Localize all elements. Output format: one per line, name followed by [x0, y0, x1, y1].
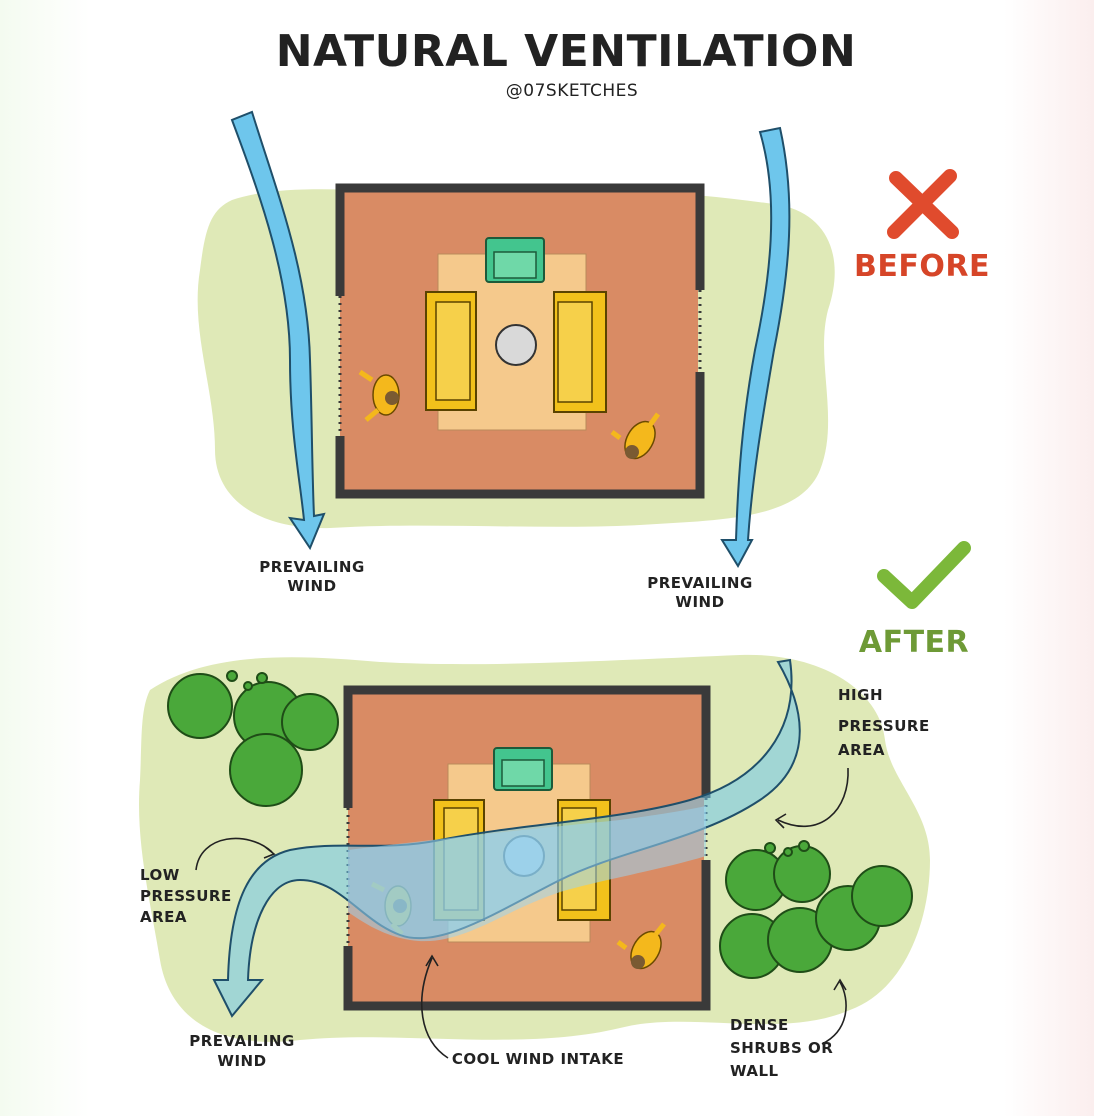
before-sofa-left-cushions — [435, 301, 471, 401]
high-pressure-label-3: AREA — [838, 741, 885, 759]
high-pressure-pointer — [774, 767, 849, 829]
high-pressure-label-1: HIGH — [838, 686, 883, 704]
before-wind-label-right-2: WIND — [675, 593, 724, 611]
after-status-label: AFTER — [859, 625, 969, 660]
after-walls — [343, 685, 711, 1011]
check-icon — [877, 541, 971, 609]
after-scene: AFTER HIGH PRESSURE AREA LOW PRESSURE AR… — [139, 541, 971, 1080]
before-wind-label-left-2: WIND — [287, 577, 336, 595]
before-wind-arrow-right — [720, 126, 791, 569]
cool-wind-intake-pointer — [420, 954, 449, 1059]
right-blurred-margin — [1004, 0, 1094, 1116]
before-person-right — [610, 412, 661, 460]
after-armchair-seat — [501, 759, 545, 787]
diagram-title: NATURAL VENTILATION — [276, 26, 857, 77]
after-person-right — [616, 922, 666, 970]
shrubs-top-left — [167, 670, 339, 807]
before-armchair-seat — [493, 251, 537, 279]
before-walls — [335, 183, 705, 499]
high-pressure-label-2: PRESSURE — [838, 717, 930, 735]
before-wind-arrow-left — [230, 110, 326, 551]
cross-icon — [887, 169, 959, 239]
author-credit: @07SKETCHES — [506, 81, 638, 101]
low-pressure-label-3: AREA — [140, 908, 187, 926]
before-status-label: BEFORE — [854, 249, 990, 284]
before-scene: PREVAILING WIND PREVAILING WIND BEFORE — [197, 110, 990, 611]
before-coffee-table — [495, 324, 537, 366]
after-wind-overlay-room — [348, 806, 706, 942]
low-pressure-label-2: PRESSURE — [140, 887, 232, 905]
before-wind-label-right-1: PREVAILING — [647, 574, 753, 592]
dense-shrubs-label-3: WALL — [730, 1062, 779, 1080]
after-wind-label-2: WIND — [217, 1052, 266, 1070]
after-wind-label-1: PREVAILING — [189, 1032, 295, 1050]
dense-shrubs-label-1: DENSE — [730, 1016, 789, 1034]
low-pressure-label-1: LOW — [140, 866, 180, 884]
low-pressure-pointer — [195, 837, 276, 871]
before-wind-label-left-1: PREVAILING — [259, 558, 365, 576]
before-sofa-right-cushions — [557, 301, 593, 403]
dense-shrubs-label-2: SHRUBS OR — [730, 1039, 833, 1057]
shrubs-bottom-right — [719, 840, 913, 979]
cool-wind-intake-label: COOL WIND INTAKE — [452, 1050, 624, 1068]
dense-shrubs-pointer — [821, 978, 847, 1045]
left-blurred-margin — [0, 0, 90, 1116]
before-person-left — [358, 369, 400, 422]
